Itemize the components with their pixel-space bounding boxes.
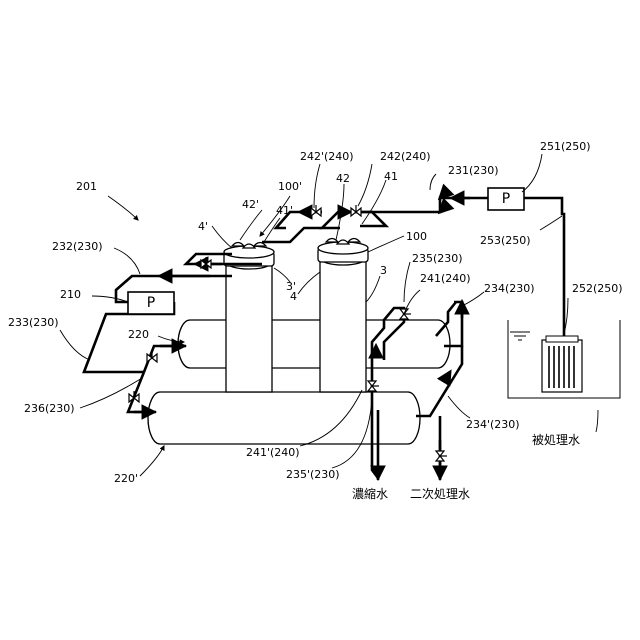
- pump-left: P: [128, 292, 174, 314]
- label-100: 100: [406, 230, 427, 243]
- label-secondary: 二次処理水: [410, 487, 470, 501]
- module-100: [318, 239, 368, 393]
- label-235b: 235'(230): [286, 468, 340, 481]
- label-233: 233(230): [8, 316, 59, 329]
- label-201: 201: [76, 180, 97, 193]
- label-234b: 234'(230): [466, 418, 520, 431]
- label-241b: 241'(240): [246, 446, 300, 459]
- label-concentrate: 濃縮水: [352, 486, 388, 501]
- label-251: 251(250): [540, 140, 591, 153]
- label-231: 231(230): [448, 164, 499, 177]
- valve-secondary: [436, 451, 447, 461]
- label-232: 232(230): [52, 240, 103, 253]
- valve-242: [351, 205, 361, 216]
- label-234: 234(230): [484, 282, 535, 295]
- label-4: 4: [290, 290, 297, 303]
- label-41b: 41': [276, 204, 293, 217]
- valve-241b: [368, 381, 379, 391]
- label-42b: 42': [242, 198, 259, 211]
- label-252: 252(250): [572, 282, 623, 295]
- label-100b: 100': [278, 180, 302, 193]
- label-42: 42: [336, 172, 350, 185]
- label-3: 3: [380, 264, 387, 277]
- pump-left-label: P: [147, 295, 155, 311]
- label-241: 241(240): [420, 272, 471, 285]
- label-242b: 242'(240): [300, 150, 354, 163]
- pump-right: P: [488, 188, 524, 210]
- valve-242b: [311, 205, 321, 216]
- tank-220: [178, 320, 450, 368]
- label-253: 253(250): [480, 234, 531, 247]
- label-236: 236(230): [24, 402, 75, 415]
- valve-236-upper: [147, 351, 157, 362]
- label-220b: 220': [114, 472, 138, 485]
- pump-right-label: P: [502, 191, 510, 207]
- label-220: 220: [128, 328, 149, 341]
- valve-232: [201, 257, 211, 268]
- label-242: 242(240): [380, 150, 431, 163]
- label-raw-water: 被処理水: [532, 433, 580, 447]
- label-4b: 4': [198, 220, 208, 233]
- label-210: 210: [60, 288, 81, 301]
- label-235: 235(230): [412, 252, 463, 265]
- label-41: 41: [384, 170, 398, 183]
